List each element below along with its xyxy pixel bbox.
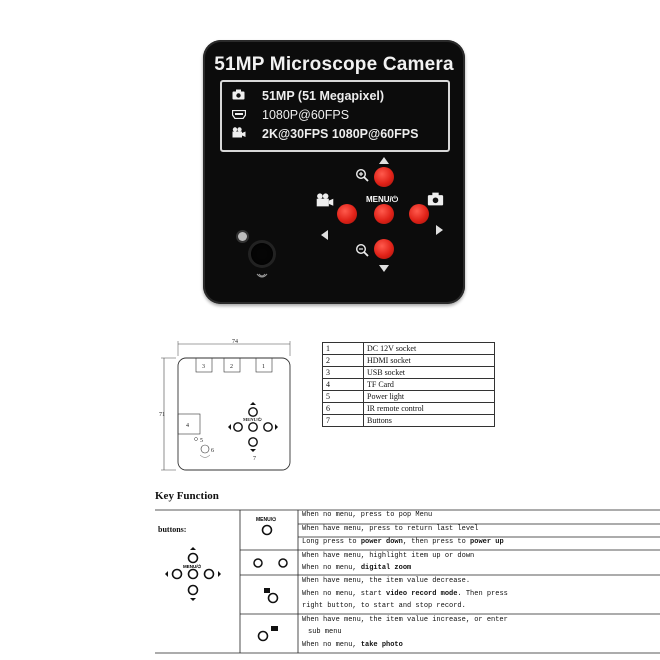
- video-record-button[interactable]: [337, 204, 357, 224]
- buttons-caption: buttons:: [158, 525, 187, 534]
- video-camera-icon: [232, 127, 248, 141]
- zoom-out-button[interactable]: [374, 239, 394, 259]
- right-button-icon: [257, 630, 269, 642]
- port-label-3: 3: [202, 364, 205, 370]
- signal-icon: [255, 268, 269, 286]
- left-button-icon: [267, 592, 279, 604]
- zoom-in-icon: [355, 168, 369, 187]
- arrow-right-icon: [436, 225, 443, 235]
- kf-row3-line1: When have menu, the item value decrease.: [302, 577, 471, 585]
- menu-button-icon: [261, 524, 273, 536]
- power-light: [238, 232, 247, 241]
- zoom-out-button-icon: [278, 558, 288, 568]
- kf-row1-line3: Long press to power down, then press to …: [302, 538, 504, 546]
- camera-spec-panel: 51MP (51 Megapixel) 1080P@60FPS 2K@30FPS…: [220, 80, 450, 152]
- kf-row3-line3: right button, to start and stop record.: [302, 602, 466, 610]
- spec-text: 1080P@60FPS: [262, 108, 350, 122]
- kf-row2-line2: When no menu, digital zoom: [302, 564, 412, 572]
- kf-row2-line1: When have menu, highlight item up or dow…: [302, 552, 475, 560]
- spec-text: 51MP (51 Megapixel): [262, 89, 385, 103]
- menu-label: MENU/⏻: [366, 195, 399, 204]
- spec-row-hdmi: 1080P@60FPS: [231, 107, 350, 123]
- camera-title: 51MP Microscope Camera: [214, 54, 454, 75]
- ir-label: 6: [211, 448, 214, 454]
- zoom-out-icon: [355, 243, 369, 262]
- drawing-menu-label: MENU/⏻: [243, 417, 262, 422]
- tf-slot-label: 4: [186, 423, 189, 429]
- arrow-left-icon: [321, 230, 328, 240]
- arrow-down-icon: [379, 265, 389, 272]
- kf-row3-line2: When no menu, start video record mode. T…: [302, 590, 508, 598]
- zoom-in-button[interactable]: [374, 167, 394, 187]
- video-camera-icon: [316, 193, 334, 212]
- row-menu-label: MENU/⏻: [256, 517, 276, 523]
- key-function-title: Key Function: [155, 490, 219, 502]
- camera-icon: [427, 192, 444, 211]
- kf-row4-line2: sub menu: [308, 628, 342, 636]
- kf-row4-line3: When no menu, take photo: [302, 641, 403, 649]
- port-label-1: 1: [262, 364, 265, 370]
- hdmi-icon: [231, 108, 248, 122]
- video-camera-icon: [264, 588, 270, 593]
- menu-button[interactable]: [374, 204, 394, 224]
- dimension-drawing: 74 71 3 2 1 4 5 6 MENU/⏻ 7: [159, 339, 291, 471]
- camera-photo: 51MP Microscope Camera 51MP (51 Megapixe…: [203, 40, 465, 304]
- zoom-in-button-icon: [253, 558, 263, 568]
- kf-row1-line2: When have menu, press to return last lev…: [302, 525, 479, 533]
- spec-row-video: 2K@30FPS 1080P@60FPS: [232, 126, 418, 142]
- cluster-menu-label: MENU/⏻: [183, 564, 201, 569]
- spec-text: 2K@30FPS 1080P@60FPS: [262, 127, 419, 141]
- spec-row-resolution: 51MP (51 Megapixel): [232, 88, 384, 104]
- width-label: 74: [232, 339, 238, 345]
- camera-icon: [232, 89, 248, 103]
- arrow-up-icon: [379, 157, 389, 164]
- key-function-table: MENU/⏻ MENU/⏻: [155, 509, 660, 654]
- port-label-2: 2: [230, 364, 233, 370]
- power-light-label: 5: [200, 438, 203, 444]
- buttons-label: 7: [253, 456, 256, 462]
- kf-row1-line1: When no menu, press to pop Menu: [302, 511, 433, 519]
- camera-icon: [271, 626, 278, 631]
- take-photo-button[interactable]: [409, 204, 429, 224]
- height-label: 71: [159, 412, 165, 418]
- kf-row4-line1: When have menu, the item value increase,…: [302, 616, 508, 624]
- ir-sensor: [251, 243, 273, 265]
